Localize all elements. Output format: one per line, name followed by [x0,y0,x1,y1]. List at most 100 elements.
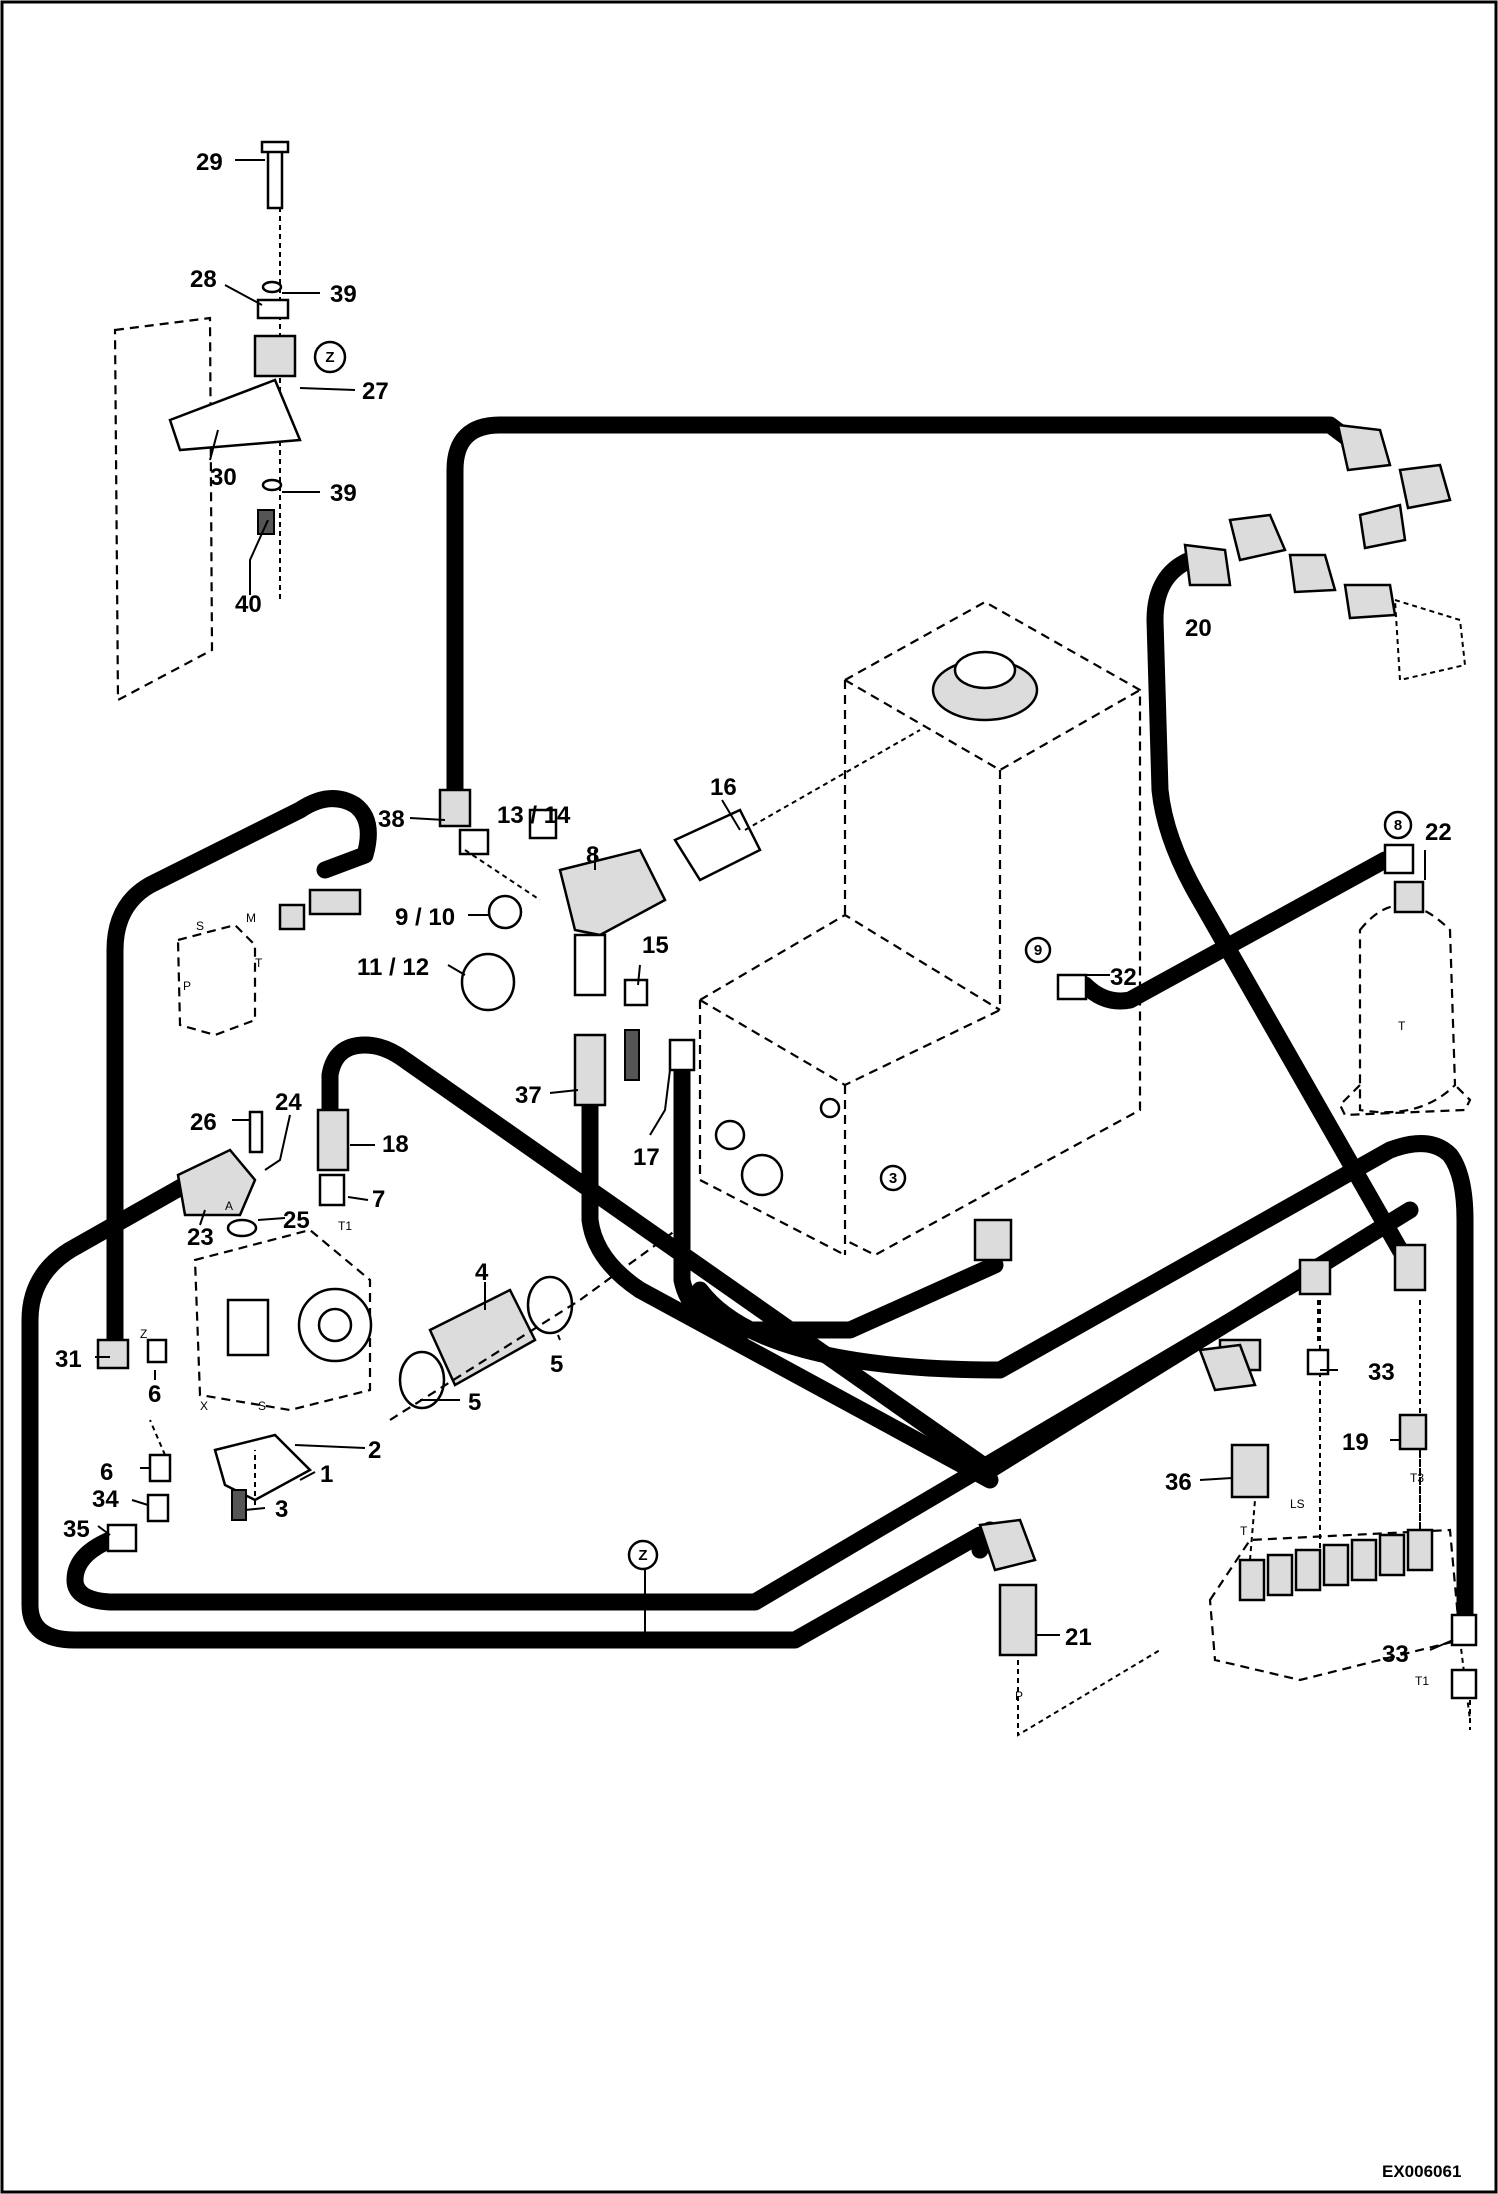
marker-9-label: 9 [1034,942,1042,959]
marker-z-upper-label: Z [325,349,334,366]
callout-21: 21 [1065,1624,1092,1651]
callout-27: 27 [362,378,389,405]
hydraulic-pump [193,1228,373,1521]
callout-25: 25 [283,1207,310,1234]
hose-31 [106,790,377,1349]
control-valve-block [1208,1300,1471,1721]
callout-13-14: 13 / 14 [497,802,571,829]
port-t1-block: T1 [1415,1674,1429,1688]
callout-11-12: 11 / 12 [357,954,429,981]
callout-39-lower: 39 [330,480,357,507]
fittings [96,423,1478,1700]
callout-labels: 29 28 39 27 30 39 40 20 38 13 / 14 8 16 … [55,149,1452,1668]
port-ls-block: LS [1290,1497,1305,1511]
callout-6-upper: 6 [148,1381,161,1408]
callout-37: 37 [515,1082,542,1109]
port-a-pump: A [225,1199,233,1213]
hose-top [446,416,1359,809]
marker-3 [879,1164,907,1192]
hose-18 [321,1036,1419,1479]
callout-39-upper: 39 [330,281,357,308]
marker-8-label: 8 [1394,817,1402,834]
marker-z-upper [313,340,347,374]
callout-32: 32 [1110,964,1137,991]
callout-18: 18 [382,1131,409,1158]
bolt-26 [248,1110,264,1154]
callout-17: 17 [633,1144,660,1171]
bracket-assembly [113,140,302,702]
marker-z-lower-label: Z [638,1547,647,1564]
callout-4: 4 [475,1259,489,1286]
callout-31: 31 [55,1346,82,1373]
port-t-tank: T [1398,1019,1406,1033]
callout-23: 23 [187,1224,214,1251]
callout-26: 26 [190,1109,217,1136]
hose-32-22 [1076,851,1394,1010]
pilot-valve [176,888,362,1037]
elbow-23 [176,1148,257,1217]
port-x-pump: X [200,1399,208,1413]
block-8 [558,848,667,937]
hydraulic-tank [698,600,1142,1257]
fitting-33a [1306,1348,1330,1376]
port-s-valve: S [196,919,204,933]
port-t3-block: T3 [1410,1471,1424,1485]
fitting-37 [573,1033,607,1107]
fitting-36 [1230,1443,1270,1499]
reference-markers: Z 8 9 3 Z [313,340,1413,1571]
callout-24: 24 [275,1089,302,1116]
callout-5-right: 5 [550,1351,563,1378]
fitting-top-right-a [1336,423,1392,472]
callout-7: 7 [372,1186,385,1213]
hose-35 [66,1271,1309,1611]
callout-5-lower: 5 [468,1389,481,1416]
fitting-19 [1398,1413,1428,1451]
callout-16: 16 [710,774,737,801]
fitting-16 [673,808,762,882]
callout-38: 38 [378,806,405,833]
connection-leaders [149,729,1471,1737]
marker-z-lower [627,1539,659,1571]
callout-20: 20 [1185,615,1212,642]
callout-28: 28 [190,266,217,293]
callout-22: 22 [1425,819,1452,846]
port-p-block: P [1015,1689,1023,1703]
drawing-reference-number: EX006061 [1382,2162,1461,2181]
oring-25 [226,1218,258,1238]
port-m-valve: M [246,911,256,925]
hose-right [691,1135,1474,1639]
elbow-31 [96,1338,130,1370]
nut-9-10 [487,894,523,930]
callout-30: 30 [210,464,237,491]
hoses [21,416,1474,1649]
fitting-34 [146,1493,170,1523]
port-t-valve: T [255,956,263,970]
fitting-32 [1056,973,1088,1001]
callout-33-upper: 33 [1368,1359,1395,1386]
callout-36: 36 [1165,1469,1192,1496]
fitting-7 [318,1173,346,1207]
pressure-accumulator [1338,880,1472,1117]
callout-40: 40 [235,591,262,618]
callout-6-lower: 6 [100,1459,113,1486]
hose-37 [581,1071,999,1489]
callout-33-lower: 33 [1382,1641,1409,1668]
callout-34: 34 [92,1486,119,1513]
suction-flange-1 [213,1433,313,1502]
port-t-block: T [1240,1524,1248,1538]
hose-23 [21,1173,989,1649]
marker-3-label: 3 [889,1170,897,1187]
fitting-17 [668,1038,696,1072]
port-t1-pump: T1 [338,1219,352,1233]
callout-35: 35 [63,1516,90,1543]
fitting-6 [148,1453,172,1483]
callout-1: 1 [320,1461,333,1488]
nut-13-14 [528,808,558,840]
callout-leaders [95,159,1454,1651]
fitting-15 [623,978,649,1007]
marker-9 [1024,936,1052,964]
fitting-18 [316,1108,350,1172]
